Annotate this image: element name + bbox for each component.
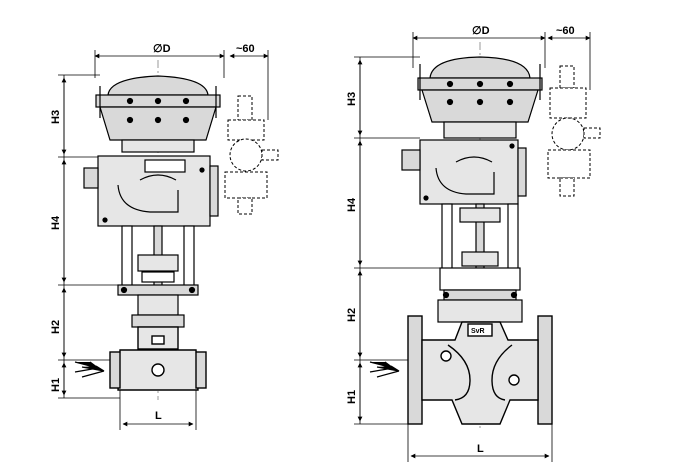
left-dimension-l-label: L bbox=[155, 410, 162, 422]
right-body-badge: SvR bbox=[471, 328, 485, 335]
right-dimension-h1-label: H1 bbox=[346, 390, 358, 404]
left-dimension-diameter-label: ∅D bbox=[153, 43, 171, 55]
right-dimension-diameter-label: ∅D bbox=[472, 25, 490, 37]
left-dimension-h4-label: H4 bbox=[50, 215, 62, 230]
right-dimension-h3-label: H3 bbox=[346, 92, 358, 106]
left-dimension-offset-label: ~60 bbox=[236, 43, 255, 55]
left-flow-arrow-icon bbox=[74, 361, 105, 378]
left-dimension-h1-label: H1 bbox=[50, 378, 62, 392]
left-pressure-regulator bbox=[224, 95, 279, 215]
left-dimension-h2-label: H2 bbox=[50, 320, 62, 334]
left-valve: ∅D ~60 H3 H4 H2 H1 bbox=[50, 43, 279, 430]
left-yoke bbox=[121, 225, 195, 289]
left-bonnet bbox=[117, 284, 199, 328]
left-vertical-dimensions bbox=[58, 74, 125, 399]
right-dimension-l bbox=[407, 424, 553, 462]
left-dimension-offset bbox=[229, 50, 269, 120]
right-dimension-h2-label: H2 bbox=[346, 308, 358, 322]
right-flow-arrow-icon bbox=[369, 361, 400, 378]
right-valve: ∅D ~60 H3 H4 H2 H1 bbox=[346, 25, 601, 462]
right-yoke bbox=[441, 203, 519, 271]
right-positioner bbox=[401, 139, 527, 205]
left-dimension-h3-label: H3 bbox=[50, 110, 62, 124]
right-dimension-offset-label: ~60 bbox=[556, 25, 575, 37]
right-dimension-diameter bbox=[412, 32, 546, 68]
left-dimension-l bbox=[119, 390, 197, 430]
left-valve-body bbox=[109, 326, 207, 391]
right-bonnet bbox=[437, 267, 523, 323]
left-positioner bbox=[83, 155, 219, 227]
right-dimension-h4-label: H4 bbox=[346, 197, 358, 212]
right-actuator bbox=[417, 56, 543, 139]
left-actuator bbox=[95, 75, 221, 153]
right-vertical-dimensions bbox=[354, 56, 440, 425]
right-valve-body bbox=[407, 315, 553, 425]
right-dimension-offset bbox=[547, 32, 591, 90]
left-dimension-diameter bbox=[94, 50, 225, 78]
right-dimension-l-label: L bbox=[477, 443, 484, 455]
right-pressure-regulator bbox=[547, 65, 601, 197]
